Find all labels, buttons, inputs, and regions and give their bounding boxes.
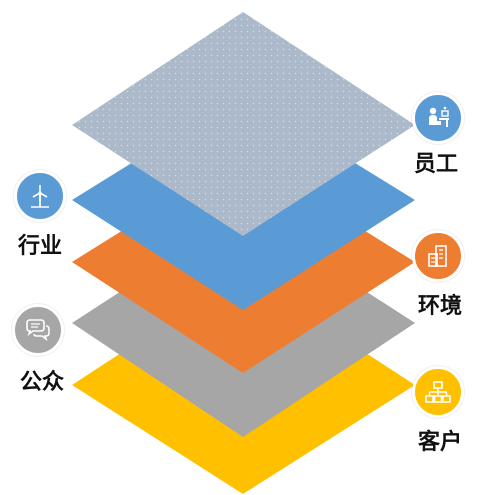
industry-badge	[14, 170, 66, 222]
environment-badge	[412, 230, 464, 282]
label-customer: 客户	[418, 430, 463, 455]
chat-bubbles-icon	[26, 319, 50, 342]
buildings-icon	[428, 245, 447, 267]
staff-badge	[412, 92, 464, 144]
layer-staff-texture	[72, 12, 415, 236]
label-environment: 环境	[418, 294, 463, 319]
label-industry: 行业	[18, 234, 63, 259]
public-badge	[12, 304, 64, 356]
org-chart-icon	[425, 381, 451, 403]
office-worker-icon	[429, 106, 449, 127]
label-public: 公众	[20, 370, 65, 395]
wind-turbine-icon	[31, 185, 49, 208]
customer-badge	[412, 366, 464, 418]
label-staff: 员工	[414, 152, 459, 177]
